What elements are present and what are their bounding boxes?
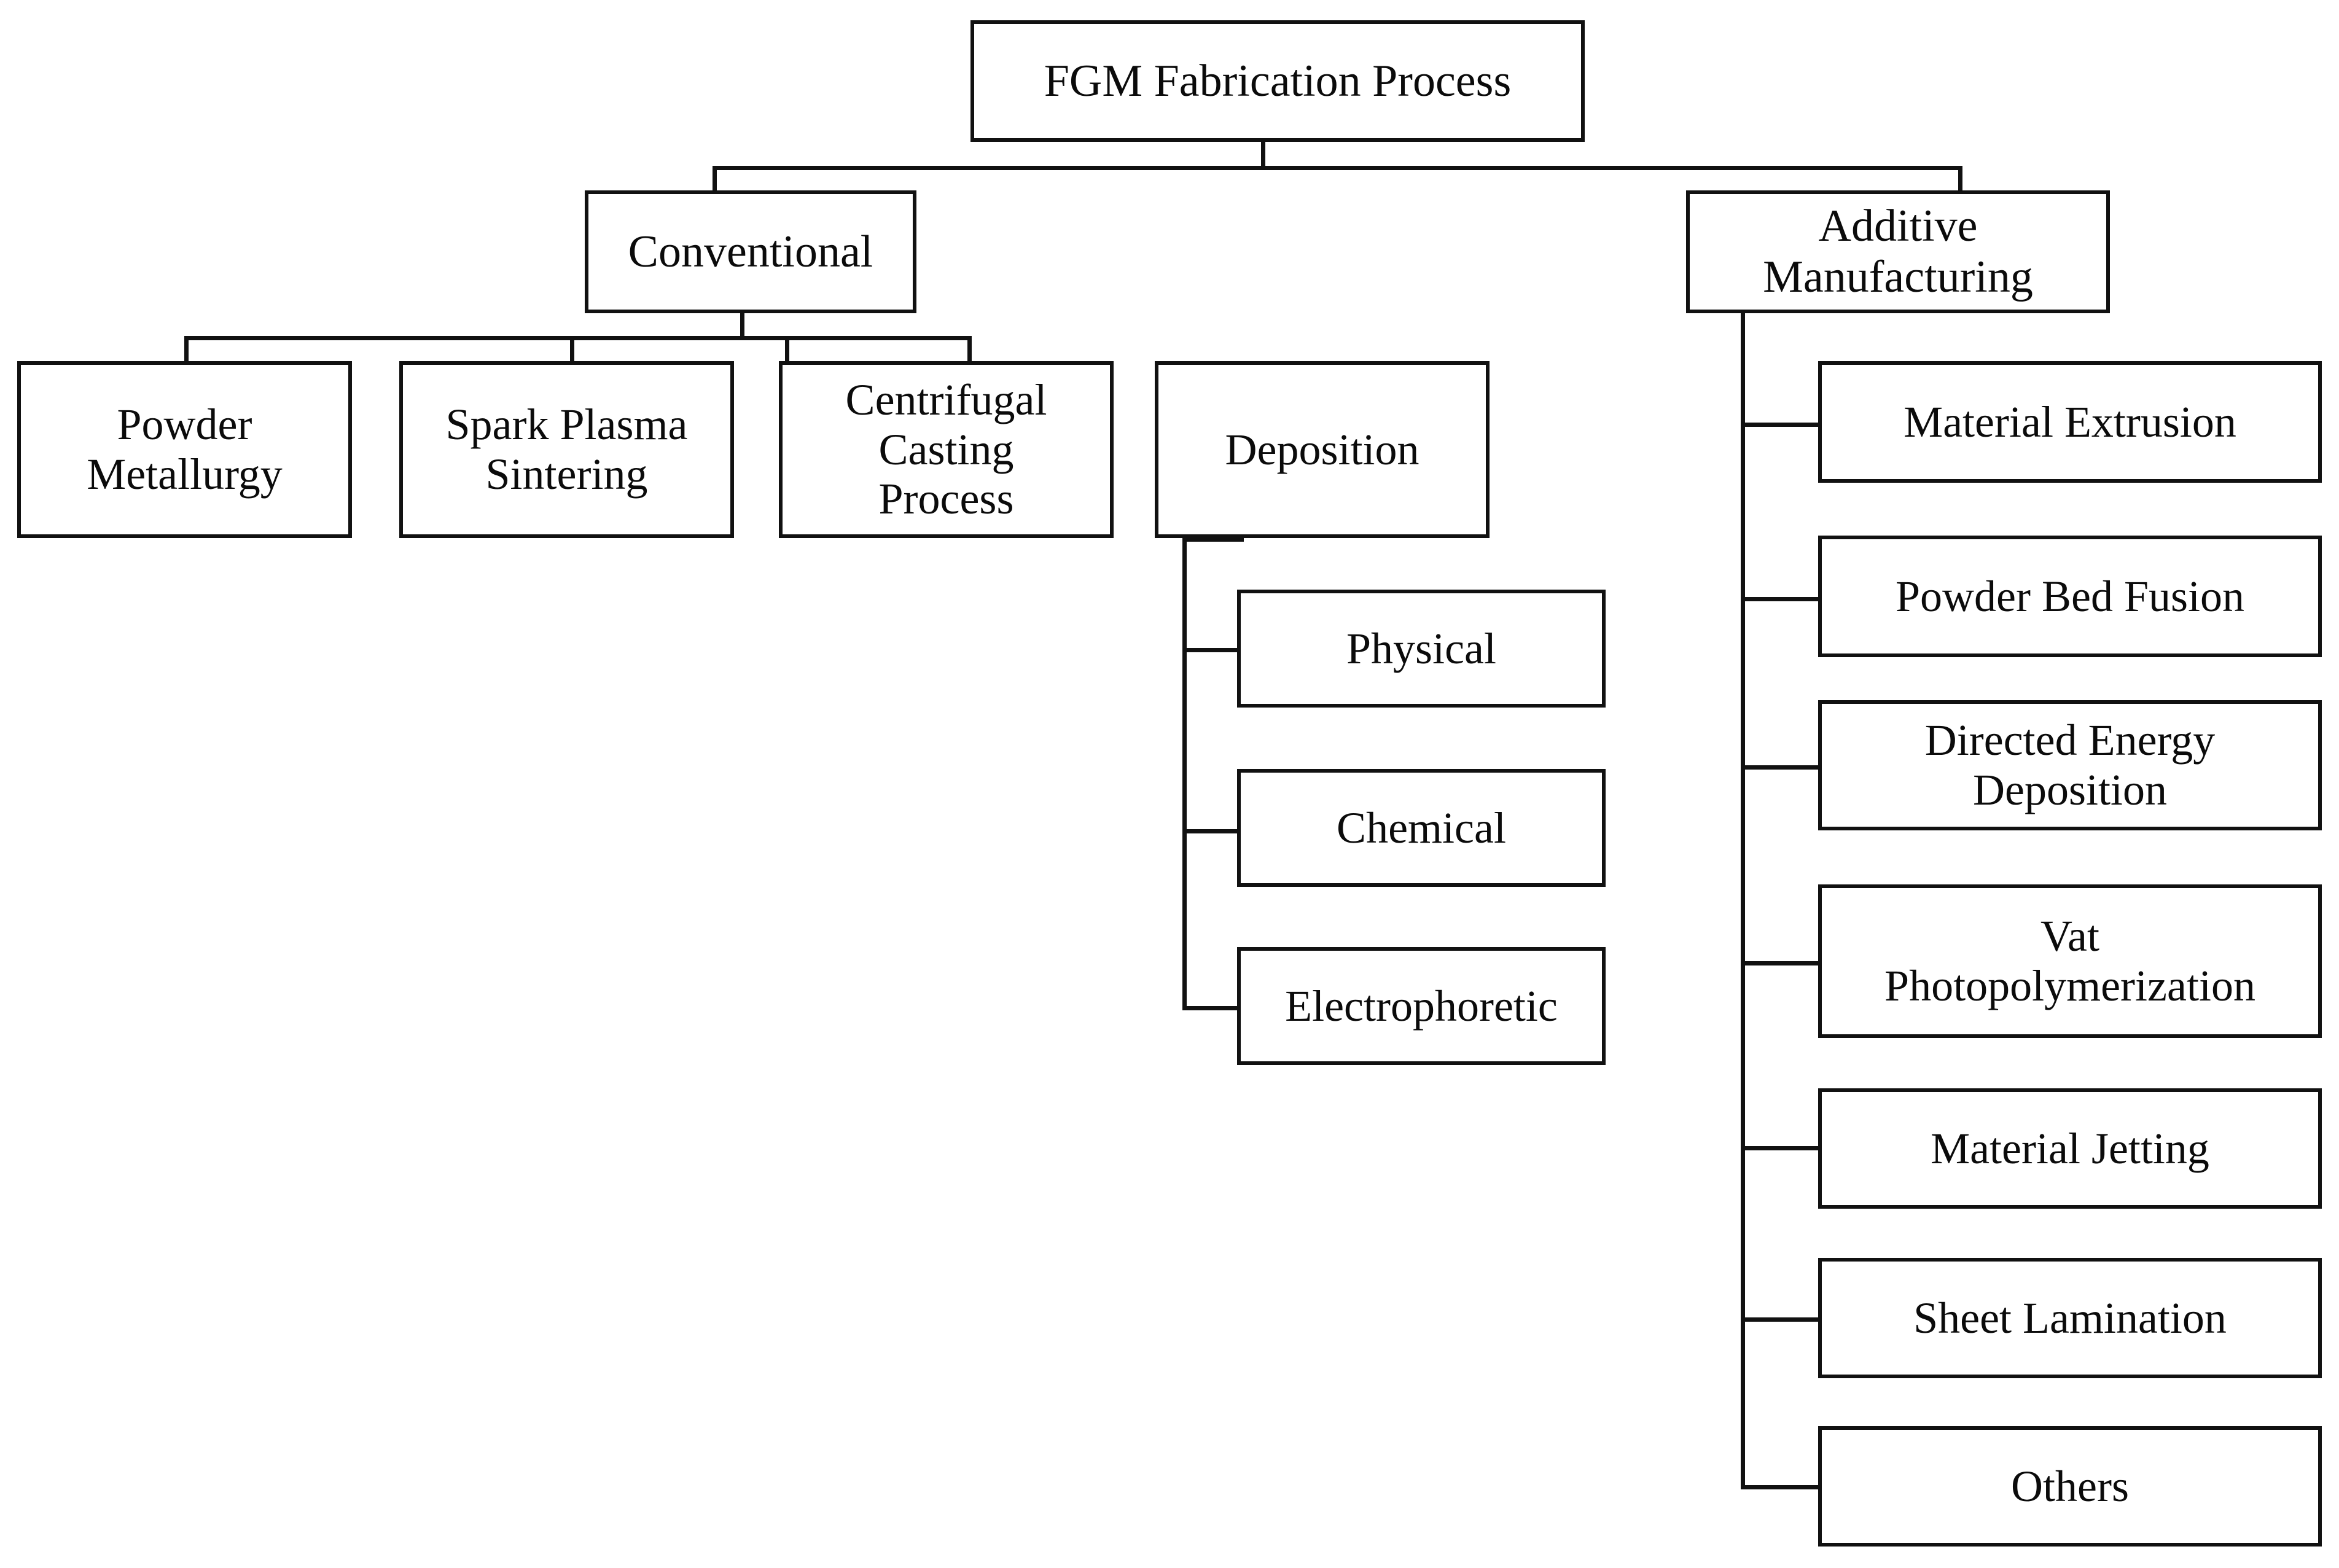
- edge-conventional-to-deposition: [967, 336, 972, 363]
- edge-additive-to-directed-energy-deposition: [1741, 765, 1821, 770]
- edge-additive-to-sheet-lamination: [1741, 1317, 1821, 1322]
- node-others[interactable]: Others: [1818, 1426, 2322, 1547]
- edge-deposition-to-chemical: [1182, 829, 1239, 833]
- node-powder-metallurgy[interactable]: Powder Metallurgy: [17, 361, 352, 538]
- node-label: Directed Energy Deposition: [1924, 716, 2216, 814]
- edge-deposition-elbow: [1182, 537, 1244, 542]
- node-label: Vat Photopolymerization: [1884, 911, 2255, 1010]
- edge-root-to-additive: [1958, 166, 1962, 193]
- node-label: FGM Fabrication Process: [1044, 55, 1512, 106]
- node-label: Additive Manufacturing: [1763, 201, 2033, 302]
- node-label: Electrophoretic: [1285, 981, 1558, 1031]
- node-label: Powder Bed Fusion: [1895, 571, 2245, 621]
- node-root-fgm-fabrication-process[interactable]: FGM Fabrication Process: [970, 20, 1585, 142]
- node-centrifugal-casting-process[interactable]: Centrifugal Casting Process: [779, 361, 1114, 538]
- node-label: Material Extrusion: [1904, 397, 2236, 447]
- node-deposition[interactable]: Deposition: [1155, 361, 1490, 538]
- edge-additive-to-vat-photopolymerization: [1741, 961, 1821, 965]
- node-label: Spark Plasma Sintering: [445, 400, 688, 499]
- node-material-extrusion[interactable]: Material Extrusion: [1818, 361, 2322, 483]
- edge-conventional-stem: [740, 313, 744, 339]
- node-chemical[interactable]: Chemical: [1237, 769, 1606, 887]
- edge-additive-to-material-extrusion: [1741, 423, 1821, 427]
- edge-additive-to-powder-bed-fusion: [1741, 597, 1821, 601]
- edge-deposition-to-physical: [1182, 648, 1239, 652]
- edge-additive-to-material-jetting: [1741, 1146, 1821, 1150]
- edge-conventional-to-powder-metallurgy: [184, 336, 189, 363]
- node-additive-manufacturing[interactable]: Additive Manufacturing: [1686, 190, 2110, 313]
- node-label: Deposition: [1225, 424, 1419, 474]
- node-conventional[interactable]: Conventional: [585, 190, 916, 313]
- node-label: Conventional: [628, 226, 873, 277]
- edge-conventional-bar: [184, 336, 972, 340]
- edge-root-to-conventional: [713, 166, 717, 193]
- edge-deposition-spine: [1182, 537, 1187, 1010]
- node-sheet-lamination[interactable]: Sheet Lamination: [1818, 1258, 2322, 1378]
- node-label: Sheet Lamination: [1913, 1293, 2227, 1343]
- node-spark-plasma-sintering[interactable]: Spark Plasma Sintering: [399, 361, 734, 538]
- node-label: Material Jetting: [1931, 1123, 2209, 1173]
- node-physical[interactable]: Physical: [1237, 590, 1606, 708]
- node-material-jetting[interactable]: Material Jetting: [1818, 1088, 2322, 1209]
- node-label: Powder Metallurgy: [87, 400, 283, 499]
- edge-root-stem: [1261, 140, 1265, 170]
- node-electrophoretic[interactable]: Electrophoretic: [1237, 947, 1606, 1065]
- node-vat-photopolymerization[interactable]: Vat Photopolymerization: [1818, 884, 2322, 1038]
- node-label: Chemical: [1337, 803, 1506, 852]
- edge-additive-spine: [1741, 313, 1745, 1488]
- edge-conventional-to-spark-plasma-sintering: [570, 336, 574, 363]
- node-label: Physical: [1346, 623, 1496, 673]
- edge-additive-to-others: [1741, 1485, 1821, 1489]
- node-directed-energy-deposition[interactable]: Directed Energy Deposition: [1818, 700, 2322, 830]
- node-powder-bed-fusion[interactable]: Powder Bed Fusion: [1818, 536, 2322, 657]
- edge-deposition-to-electrophoretic: [1182, 1006, 1239, 1010]
- edge-conventional-to-centrifugal-casting-process: [785, 336, 789, 363]
- node-label: Centrifugal Casting Process: [845, 375, 1047, 524]
- node-label: Others: [2011, 1461, 2129, 1511]
- edge-root-bar: [713, 166, 1962, 170]
